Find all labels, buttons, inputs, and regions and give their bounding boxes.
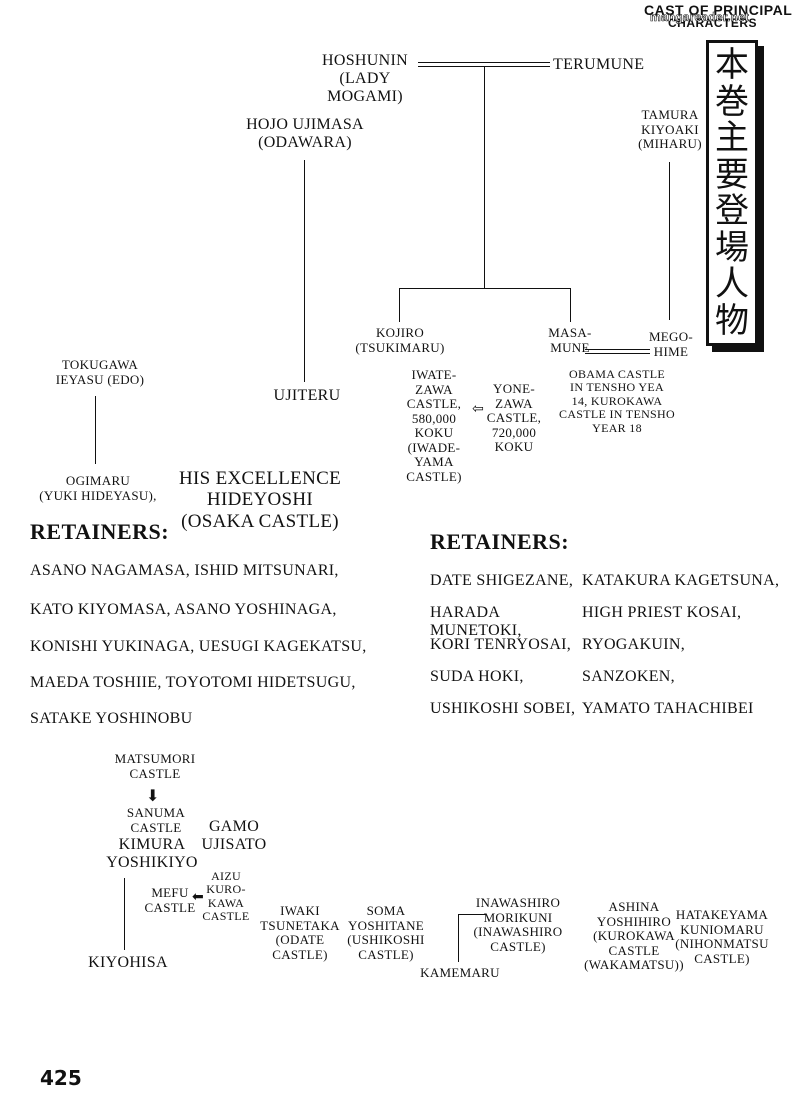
- retainer-name: SANZOKEN,: [582, 668, 675, 685]
- tree-line: [484, 66, 485, 288]
- retainer-line: SATAKE YOSHINOBU: [30, 710, 193, 727]
- page-number: 425: [40, 1066, 82, 1090]
- name-kamemaru: KAMEMARU: [420, 965, 500, 980]
- tree-line: [399, 288, 400, 322]
- retainer-name: KATAKURA KAGETSUNA,: [582, 572, 780, 589]
- name-ashina-yoshihiro: ASHINA YOSHIHIRO (KUROKAWA CASTLE (WAKAM…: [584, 899, 684, 973]
- retainer-name: USHIKOSHI SOBEI,: [430, 700, 576, 717]
- name-iwaki-tsunetaka: IWAKI TSUNETAKA (ODATE CASTLE): [260, 903, 340, 962]
- retainers-heading-right: RETAINERS:: [430, 529, 570, 554]
- retainer-name: SUDA HOKI,: [430, 668, 524, 685]
- name-kojiro: KOJIRO (TSUKIMARU): [355, 325, 445, 355]
- retainer-name: KORI TENRYOSAI,: [430, 636, 572, 653]
- name-masamune: MASA- MUNE: [548, 325, 592, 355]
- kanji-char: 巻: [715, 81, 749, 122]
- note-yonezawa: YONE- ZAWA CASTLE, 720,000 KOKU: [486, 381, 542, 455]
- page-header: CAST OF PRINCIPAL CHARACTERS: [638, 2, 800, 32]
- retainer-line: KONISHI YUKINAGA, UESUGI KAGEKATSU,: [30, 638, 367, 655]
- arrow-down-icon: ⬇: [146, 786, 160, 805]
- retainer-line: KATO KIYOMASA, ASANO YOSHINAGA,: [30, 601, 337, 618]
- tree-line: [399, 288, 571, 289]
- marriage-line: [585, 349, 650, 354]
- name-tokugawa-ieyasu: TOKUGAWA IEYASU (EDO): [55, 357, 145, 387]
- retainer-name: HARADA MUNETOKI,: [430, 604, 522, 639]
- name-terumune: TERUMUNE: [553, 56, 645, 73]
- kanji-char: 場: [715, 227, 749, 268]
- name-gamo-ujisato: GAMO UJISATO: [201, 818, 267, 853]
- kanji-char: 本: [715, 45, 749, 86]
- header-title-line1: CAST OF PRINCIPAL: [644, 2, 793, 18]
- name-ujiteru: UJITERU: [273, 387, 341, 404]
- name-kimura-yoshikiyo: KIMURA YOSHIKIYO: [106, 836, 198, 871]
- name-matsumori-castle: MATSUMORI CASTLE: [114, 751, 196, 781]
- tree-line: [304, 160, 305, 382]
- name-hatakeyama-kuniomaru: HATAKEYAMA KUNIOMARU (NIHONMATSU CASTLE): [675, 907, 769, 966]
- kanji-title-box: 本 巻 主 要 登 場 人 物: [706, 40, 758, 346]
- name-soma-yoshitane: SOMA YOSHITANE (USHIKOSHI CASTLE): [347, 903, 425, 962]
- name-mefu-castle: MEFU CASTLE: [144, 885, 196, 915]
- retainer-line: MAEDA TOSHIIE, TOYOTOMI HIDETSUGU,: [30, 674, 356, 691]
- header-title-line2: CHARACTERS: [668, 16, 757, 30]
- kanji-char: 要: [715, 154, 749, 195]
- watermark: mangareader.net: [650, 10, 750, 25]
- retainer-name: RYOGAKUIN,: [582, 636, 685, 653]
- name-megohime: MEGO- HIME: [648, 329, 694, 359]
- note-obama: OBAMA CASTLE IN TENSHO YEA 14, KUROKAWA …: [559, 367, 675, 435]
- kanji-char: 登: [715, 191, 749, 232]
- retainer-name: YAMATO TAHACHIBEI: [582, 700, 754, 717]
- tree-line: [95, 396, 96, 464]
- retainer-name: HIGH PRIEST KOSAI,: [582, 604, 742, 621]
- name-aizu-kurokawa: AIZU KURO- KAWA CASTLE: [202, 869, 250, 924]
- retainers-heading-left: RETAINERS:: [30, 519, 170, 544]
- tree-line: [458, 914, 459, 962]
- kanji-char: 主: [715, 118, 749, 159]
- kanji-char: 人: [715, 264, 749, 305]
- kanji-char: 物: [715, 300, 749, 341]
- name-tamura-kiyoaki: TAMURA KIYOAKI (MIHARU): [638, 107, 702, 152]
- arrow-left-icon: ⇦: [472, 401, 484, 417]
- tree-line: [570, 288, 571, 322]
- name-hoshunin: HOSHUNIN (LADY MOGAMI): [322, 52, 408, 105]
- tree-line: [124, 878, 125, 950]
- name-sanuma-castle: SANUMA CASTLE: [126, 805, 186, 835]
- note-iwatezawa: IWATE- ZAWA CASTLE, 580,000 KOKU (IWADE-…: [406, 367, 462, 484]
- tree-line: [669, 162, 670, 320]
- retainer-name: DATE SHIGEZANE,: [430, 572, 574, 589]
- name-inawashiro-morikuni: INAWASHIRO MORIKUNI (INAWASHIRO CASTLE): [473, 895, 563, 954]
- name-ogimaru: OGIMARU (YUKI HIDEYASU),: [39, 473, 157, 503]
- name-hojo-ujimasa: HOJO UJIMASA (ODAWARA): [246, 116, 364, 151]
- arrow-left-icon: ⬅: [192, 889, 204, 905]
- retainer-line: ASANO NAGAMASA, ISHID MITSUNARI,: [30, 562, 339, 579]
- tree-line: [458, 914, 486, 915]
- name-kiyohisa: KIYOHISA: [88, 954, 168, 971]
- name-hideyoshi: HIS EXCELLENCE HIDEYOSHI (OSAKA CASTLE): [179, 468, 341, 532]
